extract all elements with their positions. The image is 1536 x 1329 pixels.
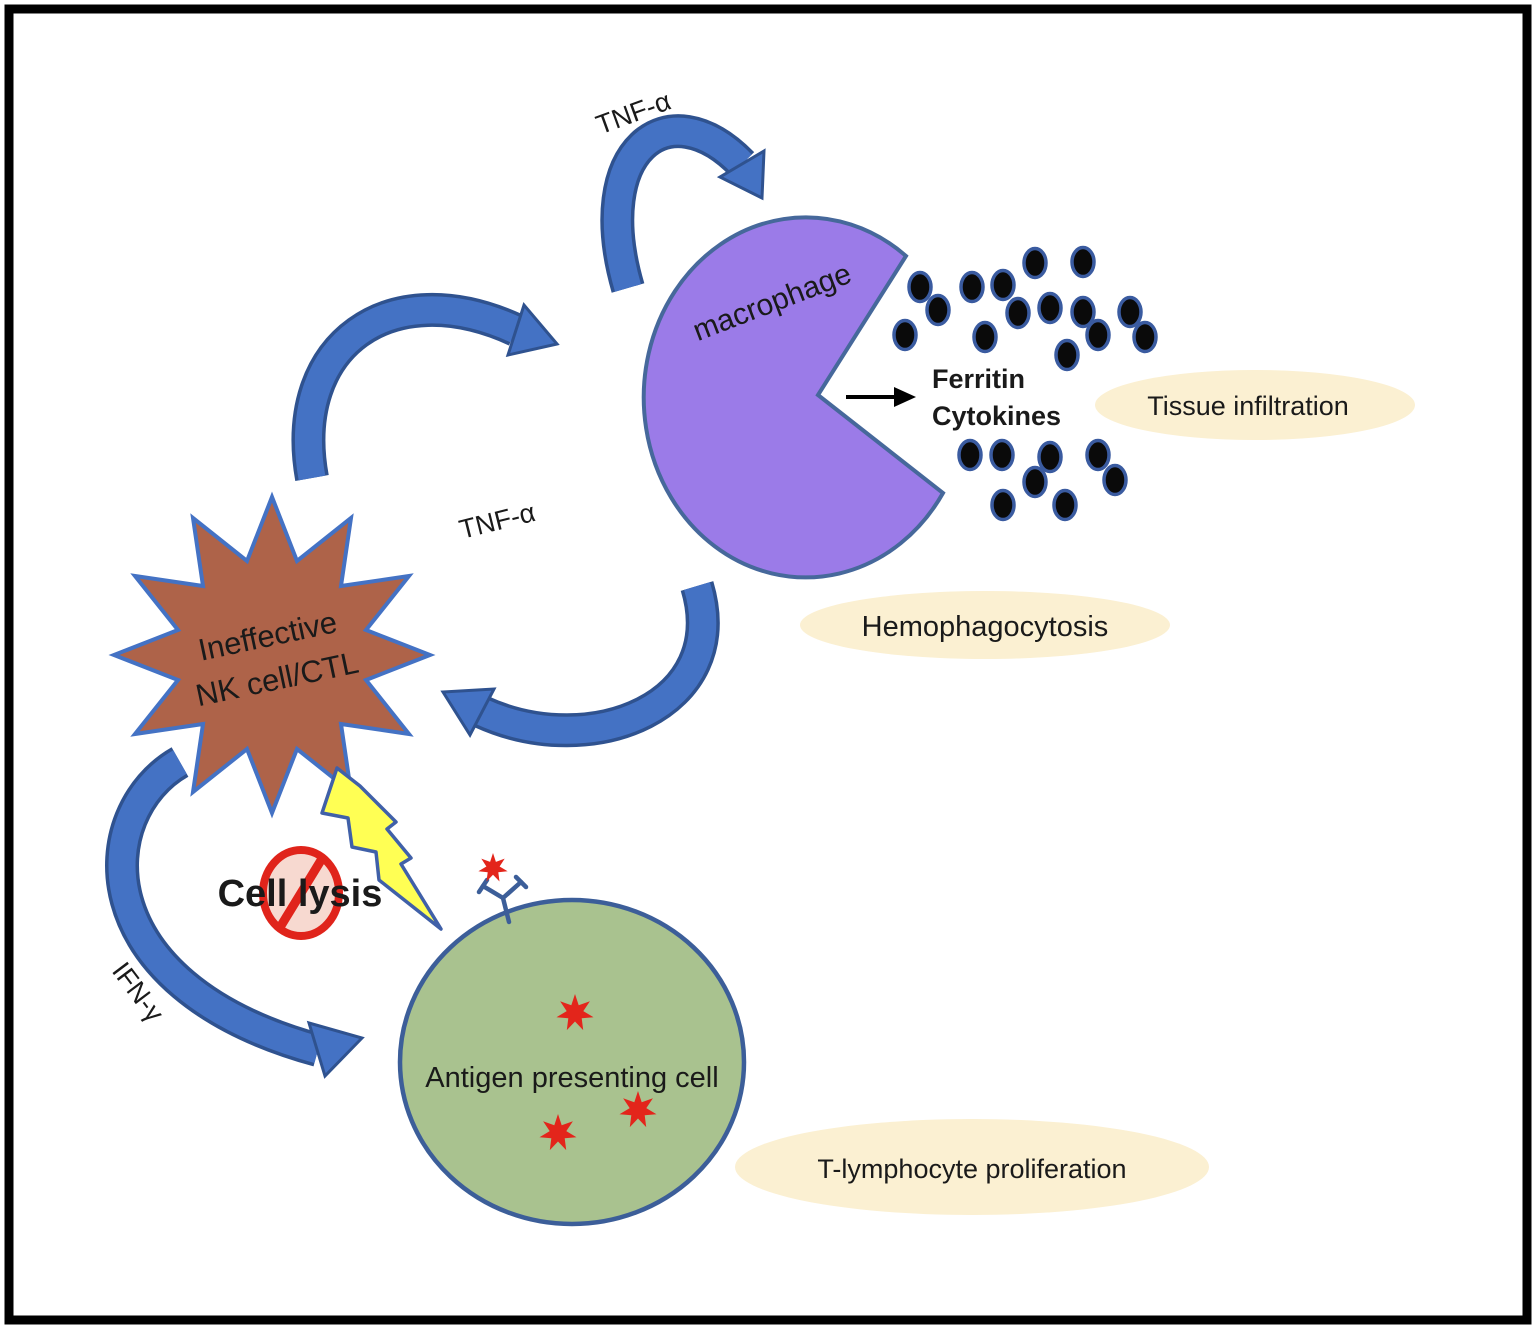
arrow-tnf-nk-to-macrophage: [291, 292, 560, 482]
hemophagocytosis-label: Hemophagocytosis: [862, 611, 1109, 643]
cytokines-label: Cytokines: [932, 401, 1061, 431]
blood-cell-dot: [1132, 320, 1158, 354]
arrow-tnf-self-loop: [600, 114, 766, 293]
blood-cell-dot: [1005, 296, 1031, 330]
blood-cell-dot: [1070, 245, 1096, 279]
blood-cell-dot: [972, 320, 998, 354]
blood-cell-dot: [1102, 463, 1128, 497]
blood-cell-dot: [925, 293, 951, 327]
blood-cell-dot: [1037, 440, 1063, 474]
blood-cell-dot: [1037, 291, 1063, 325]
arrowhead-icon: [440, 687, 497, 739]
blood-cell-dot: [1085, 438, 1111, 472]
antigen-presenting-cell-label: Antigen presenting cell: [425, 1062, 718, 1094]
tissue-infiltration-ellipse: [1095, 370, 1415, 440]
tissue-infiltration-label: Tissue infiltration: [1147, 391, 1349, 421]
arrowhead-icon: [716, 148, 766, 201]
nk-ctl-starburst: [108, 491, 436, 819]
blood-cell-dot: [907, 270, 933, 304]
cell-dots: [892, 245, 1158, 522]
blood-cell-dot: [892, 318, 918, 352]
arrowhead-icon: [894, 387, 916, 407]
antigen-star-icon: [478, 853, 508, 882]
blood-cell-dot: [957, 438, 983, 472]
arrowhead-icon: [306, 1020, 365, 1079]
receptor-icon: [476, 874, 529, 925]
t-lymphocyte-ellipse: [735, 1119, 1209, 1215]
blood-cell-dot: [1085, 318, 1111, 352]
cell-lysis-label: Cell lysis: [218, 873, 383, 915]
blood-cell-dot: [1117, 295, 1143, 329]
blood-cell-dot: [989, 438, 1015, 472]
antigen-stars: [478, 853, 657, 1151]
secretion-arrow: [846, 387, 916, 407]
arrow-macrophage-to-nk: [440, 581, 720, 748]
arrowhead-icon: [505, 301, 560, 358]
blood-cell-dot: [959, 270, 985, 304]
blood-cell-dot: [990, 268, 1016, 302]
blood-cell-dot: [1022, 465, 1048, 499]
prohibition-slash-icon: [275, 854, 327, 932]
cell-lysis-blocked: Cell lysis: [218, 846, 383, 940]
hemophagocytosis-ellipse: [800, 591, 1170, 659]
tnf-alpha-mid-label: TNF-α: [456, 497, 538, 545]
blood-cell-dot: [1070, 295, 1096, 329]
blood-cell-dot: [990, 488, 1016, 522]
antigen-star-icon: [619, 1091, 657, 1128]
blood-cell-dot: [1054, 338, 1080, 372]
macrophage-cell: [641, 215, 946, 580]
antigen-star-icon: [556, 994, 594, 1031]
antigen-star-icon: [539, 1114, 577, 1151]
figure-frame: [4, 4, 1532, 1325]
lightning-bolt-icon: [320, 766, 443, 931]
antigen-presenting-cell: [397, 897, 747, 1227]
t-lymphocyte-label: T-lymphocyte proliferation: [817, 1154, 1126, 1184]
ferritin-label: Ferritin: [932, 364, 1025, 394]
arrow-ifn-nk-to-apc: [105, 747, 365, 1079]
blood-cell-dot: [1022, 246, 1048, 280]
blood-cell-dot: [1052, 488, 1078, 522]
